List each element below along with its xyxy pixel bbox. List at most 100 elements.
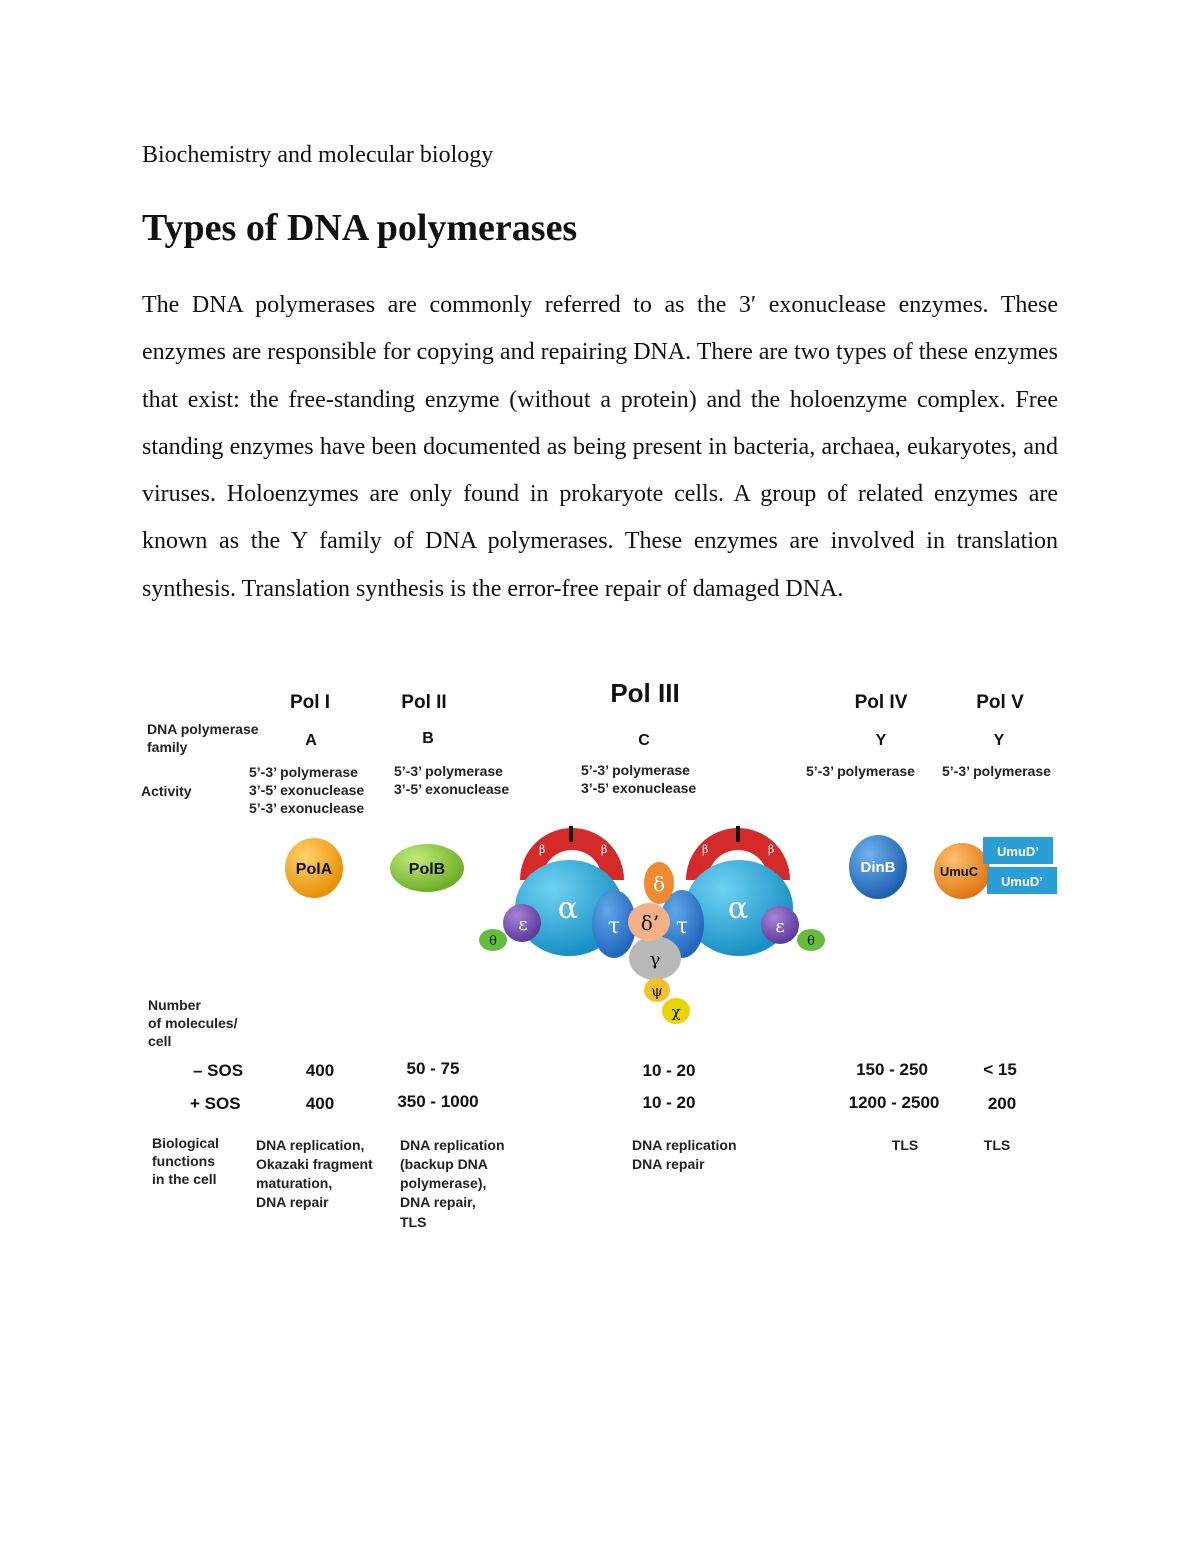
minus-sos-pol-ii: 50 - 75	[407, 1059, 460, 1078]
umud-label-1: UmuD’	[997, 844, 1039, 859]
header-pol-i: Pol I	[290, 692, 330, 713]
theta-left	[479, 929, 507, 951]
functions-pol-i-line2: Okazaki fragment	[256, 1156, 373, 1172]
umud-label-2: UmuD’	[1001, 874, 1043, 889]
dinb-label: DinB	[861, 859, 896, 876]
gamma-label: γ	[650, 949, 661, 970]
functions-pol-i-line3: maturation,	[256, 1175, 332, 1191]
body-paragraph: The DNA polymerases are commonly referre…	[142, 292, 1058, 602]
row-label-plus-sos: + SOS	[190, 1094, 241, 1113]
plus-sos-pol-ii: 350 - 1000	[397, 1092, 478, 1111]
functions-pol-ii-line3: polymerase),	[400, 1175, 486, 1191]
pola-label: PolA	[296, 861, 333, 878]
dinb-shape	[849, 835, 907, 899]
row-label-activity: Activity	[141, 783, 192, 799]
row-label-molecules-line3: cell	[148, 1033, 171, 1049]
chi-label: χ	[671, 1003, 680, 1021]
functions-pol-iii: DNA replication DNA repair	[632, 1137, 737, 1172]
beta-label-1: β	[539, 843, 545, 856]
beta-label-4: β	[768, 843, 774, 856]
plus-sos-pol-i: 400	[306, 1094, 334, 1113]
page-title: Types of DNA polymerases	[142, 207, 578, 249]
functions-pol-i: DNA replication, Okazaki fragment matura…	[256, 1137, 373, 1210]
delta-label: δ	[653, 872, 665, 896]
beta-clamp-right	[686, 828, 790, 880]
functions-pol-iii-line2: DNA repair	[632, 1156, 705, 1172]
beta-clamp-right-mark	[736, 826, 740, 842]
alpha-left	[515, 860, 623, 956]
functions-pol-iv: TLS	[892, 1137, 918, 1153]
activity-pol-ii-line1: 5’-3’ polymerase	[394, 763, 503, 779]
psi-label: ψ	[651, 982, 663, 1000]
activity-pol-i-line2: 3’-5’ exonuclease	[249, 782, 364, 798]
tau-left-label: τ	[608, 914, 620, 939]
row-label-molecules: Number of molecules/ cell	[148, 997, 238, 1049]
row-label-molecules-line2: of molecules/	[148, 1015, 238, 1031]
alpha-left-label: α	[558, 891, 578, 926]
epsilon-right-label: ε	[775, 916, 784, 937]
functions-pol-ii-line5: TLS	[400, 1214, 426, 1230]
functions-pol-ii-line1: DNA replication	[400, 1137, 505, 1153]
functions-pol-i-line1: DNA replication,	[256, 1137, 364, 1153]
header-pol-v: Pol V	[976, 692, 1024, 713]
delta-prime-subunit	[628, 903, 670, 941]
psi-subunit	[644, 978, 670, 1002]
umuc-shape	[934, 843, 990, 899]
row-label-molecules-line1: Number	[148, 997, 201, 1013]
chi-subunit	[662, 998, 690, 1024]
row-label-family: DNA polymerase family	[147, 721, 259, 755]
alpha-right-label: α	[728, 891, 748, 926]
minus-sos-pol-v: < 15	[983, 1060, 1017, 1079]
epsilon-left-label: ε	[518, 914, 527, 935]
family-pol-iii: C	[638, 732, 650, 749]
activity-pol-iv: 5’-3’ polymerase	[806, 763, 915, 779]
umuc-label: UmuC	[940, 864, 979, 879]
minus-sos-pol-i: 400	[306, 1061, 334, 1080]
activity-pol-i-line3: 5’-3’ exonuclease	[249, 800, 364, 816]
row-label-family-line1: DNA polymerase	[147, 721, 259, 737]
tau-right-label: τ	[676, 914, 688, 939]
umud-box-2	[987, 867, 1057, 894]
activity-pol-iii-line1: 5’-3’ polymerase	[581, 762, 690, 778]
activity-pol-iii: 5’-3’ polymerase 3’-5’ exonuclease	[581, 762, 696, 796]
theta-right	[797, 929, 825, 951]
functions-pol-i-line4: DNA repair	[256, 1194, 329, 1210]
polb-protein: PolB	[390, 844, 464, 892]
functions-pol-ii: DNA replication (backup DNA polymerase),…	[400, 1137, 505, 1230]
family-pol-i: A	[305, 732, 317, 749]
beta-clamp-left	[520, 828, 624, 880]
header-pol-ii: Pol II	[401, 692, 446, 713]
pola-protein: PolA	[285, 838, 343, 898]
header-pol-iv: Pol IV	[855, 692, 908, 713]
family-pol-iv: Y	[876, 732, 887, 749]
plus-sos-pol-v: 200	[988, 1094, 1016, 1113]
beta-clamp-left-mark	[569, 826, 573, 842]
activity-pol-i-line1: 5’-3’ polymerase	[249, 764, 358, 780]
tau-left	[592, 890, 636, 958]
activity-pol-i: 5’-3’ polymerase 3’-5’ exonuclease 5’-3’…	[249, 764, 364, 816]
theta-left-label: θ	[489, 934, 497, 949]
row-label-family-line2: family	[147, 739, 188, 755]
functions-pol-iii-line1: DNA replication	[632, 1137, 737, 1153]
theta-right-label: θ	[807, 934, 815, 949]
family-pol-v: Y	[994, 732, 1005, 749]
tau-right	[660, 890, 704, 958]
delta-subunit	[644, 862, 674, 904]
epsilon-left	[503, 904, 541, 942]
functions-pol-ii-line4: DNA repair,	[400, 1194, 476, 1210]
pol-iii-holoenzyme: β β β β θ θ α α ε ε τ τ δ δ’	[479, 826, 825, 1024]
header-pol-iii: Pol III	[610, 678, 679, 708]
row-label-minus-sos: – SOS	[193, 1061, 243, 1080]
minus-sos-pol-iv: 150 - 250	[856, 1060, 928, 1079]
row-label-functions-line2: functions	[152, 1153, 215, 1169]
beta-label-3: β	[702, 843, 708, 856]
row-label-functions: Biological functions in the cell	[152, 1135, 219, 1187]
polb-shape	[390, 844, 464, 892]
functions-pol-v: TLS	[984, 1137, 1010, 1153]
subject-heading: Biochemistry and molecular biology	[142, 142, 494, 168]
plus-sos-pol-iii: 10 - 20	[643, 1093, 696, 1112]
gamma-subunit	[629, 936, 681, 980]
activity-pol-iii-line2: 3’-5’ exonuclease	[581, 780, 696, 796]
row-label-functions-line3: in the cell	[152, 1171, 217, 1187]
